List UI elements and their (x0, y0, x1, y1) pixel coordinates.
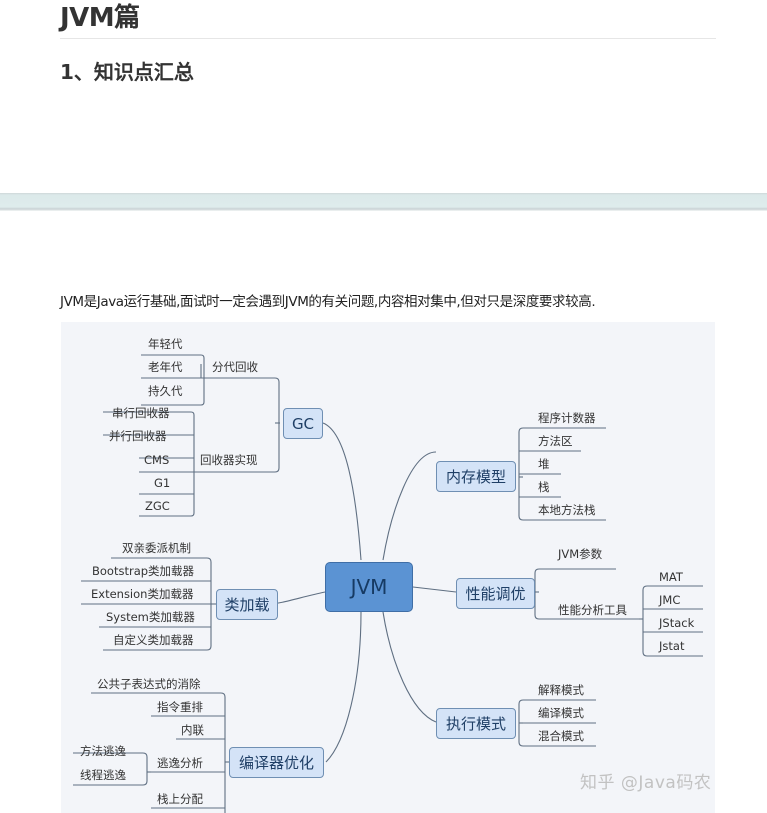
memory-leaf: 程序计数器 (538, 411, 596, 425)
tool-leaf: MAT (659, 570, 683, 584)
branch-node-memory: 内存模型 (436, 461, 516, 492)
branch-node-tuning: 性能调优 (456, 578, 535, 609)
classloading-leaf: Bootstrap类加载器 (92, 564, 195, 578)
compiler-leaf: 内联 (181, 723, 204, 737)
memory-leaf: 方法区 (538, 434, 573, 448)
compiler-leaf: 逃逸分析 (157, 756, 203, 770)
classloading-leaf: System类加载器 (106, 610, 195, 624)
execution-leaf: 编译模式 (538, 706, 584, 720)
classloading-leaf: Extension类加载器 (91, 587, 194, 601)
escape-leaf: 线程逃逸 (80, 768, 126, 782)
gc-sub-collectors: 回收器实现 (200, 453, 258, 467)
escape-leaf: 方法逃逸 (80, 744, 126, 758)
jvm-mindmap-image: JVM GC 分代回收 年轻代 老年代 持久代 回收器实现 串行回收器 并行回收… (61, 322, 715, 813)
tool-leaf: JMC (659, 593, 681, 607)
memory-leaf: 本地方法栈 (538, 503, 596, 517)
gc-leaf: 老年代 (148, 360, 183, 374)
execution-leaf: 混合模式 (538, 729, 584, 743)
compiler-leaf: 公共子表达式的消除 (97, 677, 201, 691)
gc-leaf: 年轻代 (148, 337, 183, 351)
memory-leaf: 栈 (538, 480, 550, 494)
memory-leaf: 堆 (538, 457, 550, 471)
section-heading: 1、知识点汇总 (60, 60, 194, 84)
root-node-jvm: JVM (325, 562, 413, 612)
classloading-leaf: 双亲委派机制 (122, 541, 191, 555)
gc-leaf: 并行回收器 (109, 429, 167, 443)
page-separator-band (0, 193, 767, 211)
tuning-leaf: JVM参数 (558, 547, 603, 561)
gc-leaf: ZGC (145, 499, 170, 513)
tuning-leaf: 性能分析工具 (558, 603, 627, 617)
branch-node-gc: GC (283, 408, 323, 439)
branch-node-classloading: 类加载 (216, 589, 278, 620)
gc-leaf: G1 (154, 476, 171, 490)
branch-node-execution: 执行模式 (436, 708, 516, 739)
mindmap-connectors (73, 354, 703, 813)
intro-paragraph: JVM是Java运行基础,面试时一定会遇到JVM的有关问题,内容相对集中,但对只… (60, 294, 596, 310)
branch-node-compiler: 编译器优化 (229, 747, 324, 778)
article-title: JVM篇 (60, 3, 140, 33)
tool-leaf: Jstat (659, 639, 685, 653)
watermark: 知乎 @Java码农 (580, 773, 712, 793)
gc-leaf: CMS (144, 453, 170, 467)
compiler-leaf: 指令重排 (157, 700, 203, 714)
execution-leaf: 解释模式 (538, 683, 584, 697)
tool-leaf: JStack (659, 616, 695, 630)
gc-leaf: 串行回收器 (112, 406, 170, 420)
gc-leaf: 持久代 (148, 384, 183, 398)
classloading-leaf: 自定义类加载器 (113, 633, 194, 647)
title-divider (60, 38, 716, 39)
gc-sub-generational: 分代回收 (212, 360, 258, 374)
compiler-leaf: 栈上分配 (157, 792, 203, 806)
